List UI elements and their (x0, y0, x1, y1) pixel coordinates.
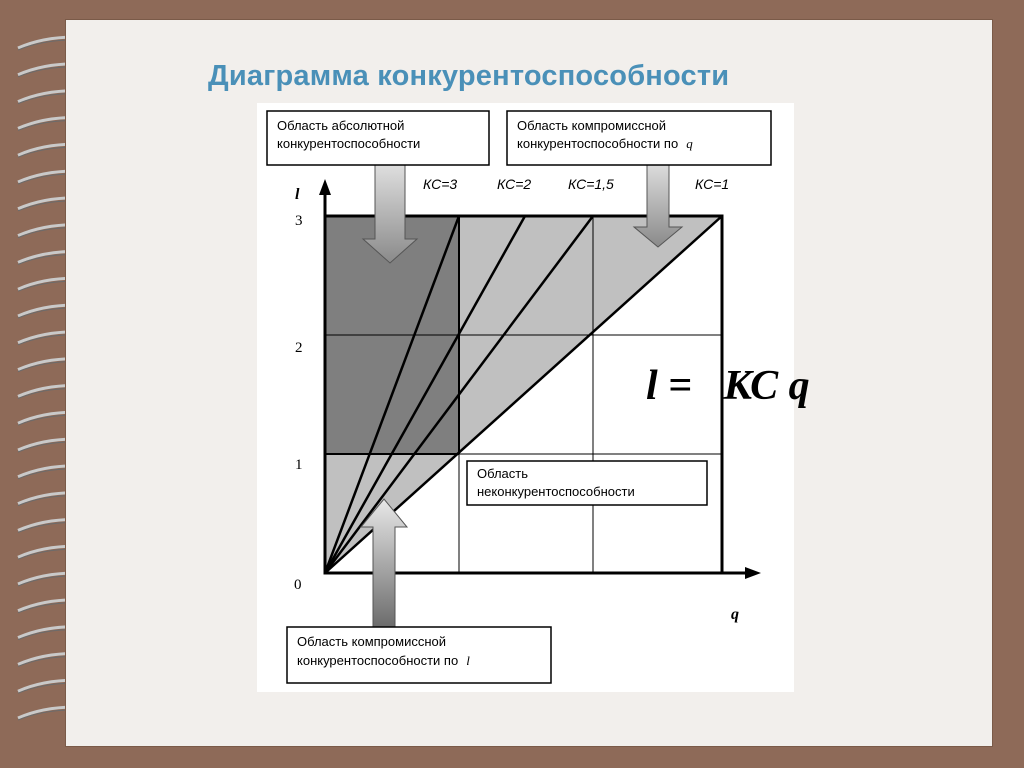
y-axis-arrow-icon (319, 179, 331, 195)
region-absolute-box (266, 110, 490, 166)
region-absolute-line1: Область абсолютной (277, 118, 404, 133)
diagram-canvas: l q 0 3 2 1 КС=3 КС=2 КС=1,5 КС=1 Област… (266, 110, 772, 684)
region-compromise-l-box (286, 626, 552, 684)
ratio-label-2: КС=2 (497, 176, 531, 192)
region-non-competitive-line1: Область (477, 466, 528, 481)
y-tick-2: 2 (295, 340, 303, 356)
origin-label: 0 (294, 577, 302, 593)
ratio-line-2 (323, 215, 527, 574)
y-tick-1: 1 (295, 457, 303, 473)
ratio-label-1: КС=1 (695, 176, 729, 192)
ratio-line-3 (323, 215, 461, 574)
region-non-competitive-box (466, 460, 708, 506)
region-compromise-q-box (506, 110, 772, 166)
region-non-competitive-line2: неконкурентоспособности (477, 484, 635, 499)
y-tick-3: 3 (295, 213, 303, 229)
y-axis-label: l (295, 186, 300, 203)
ratio-label-1-5: КС=1,5 (568, 176, 614, 192)
region-absolute-line2: конкурентоспособности (277, 136, 420, 151)
competitiveness-diagram: l q 0 3 2 1 КС=3 КС=2 КС=1,5 КС=1 Област… (257, 103, 794, 692)
region-compromise-l-line1: Область компромиссной (297, 634, 446, 649)
x-axis-arrow-icon (745, 567, 761, 579)
arrow-down-absolute-icon (361, 162, 419, 264)
region-compromise-q-line1: Область компромиссной (517, 118, 666, 133)
formula: l = КС q (646, 363, 810, 409)
arrow-down-compromise-q-icon (632, 160, 684, 248)
slide-title: Диаграмма конкурентоспособности (208, 60, 730, 92)
ratio-label-3: КС=3 (423, 176, 457, 192)
x-axis-label: q (731, 606, 739, 623)
ratio-line-1-5 (324, 215, 594, 574)
arrow-up-compromise-l-icon (359, 498, 409, 630)
